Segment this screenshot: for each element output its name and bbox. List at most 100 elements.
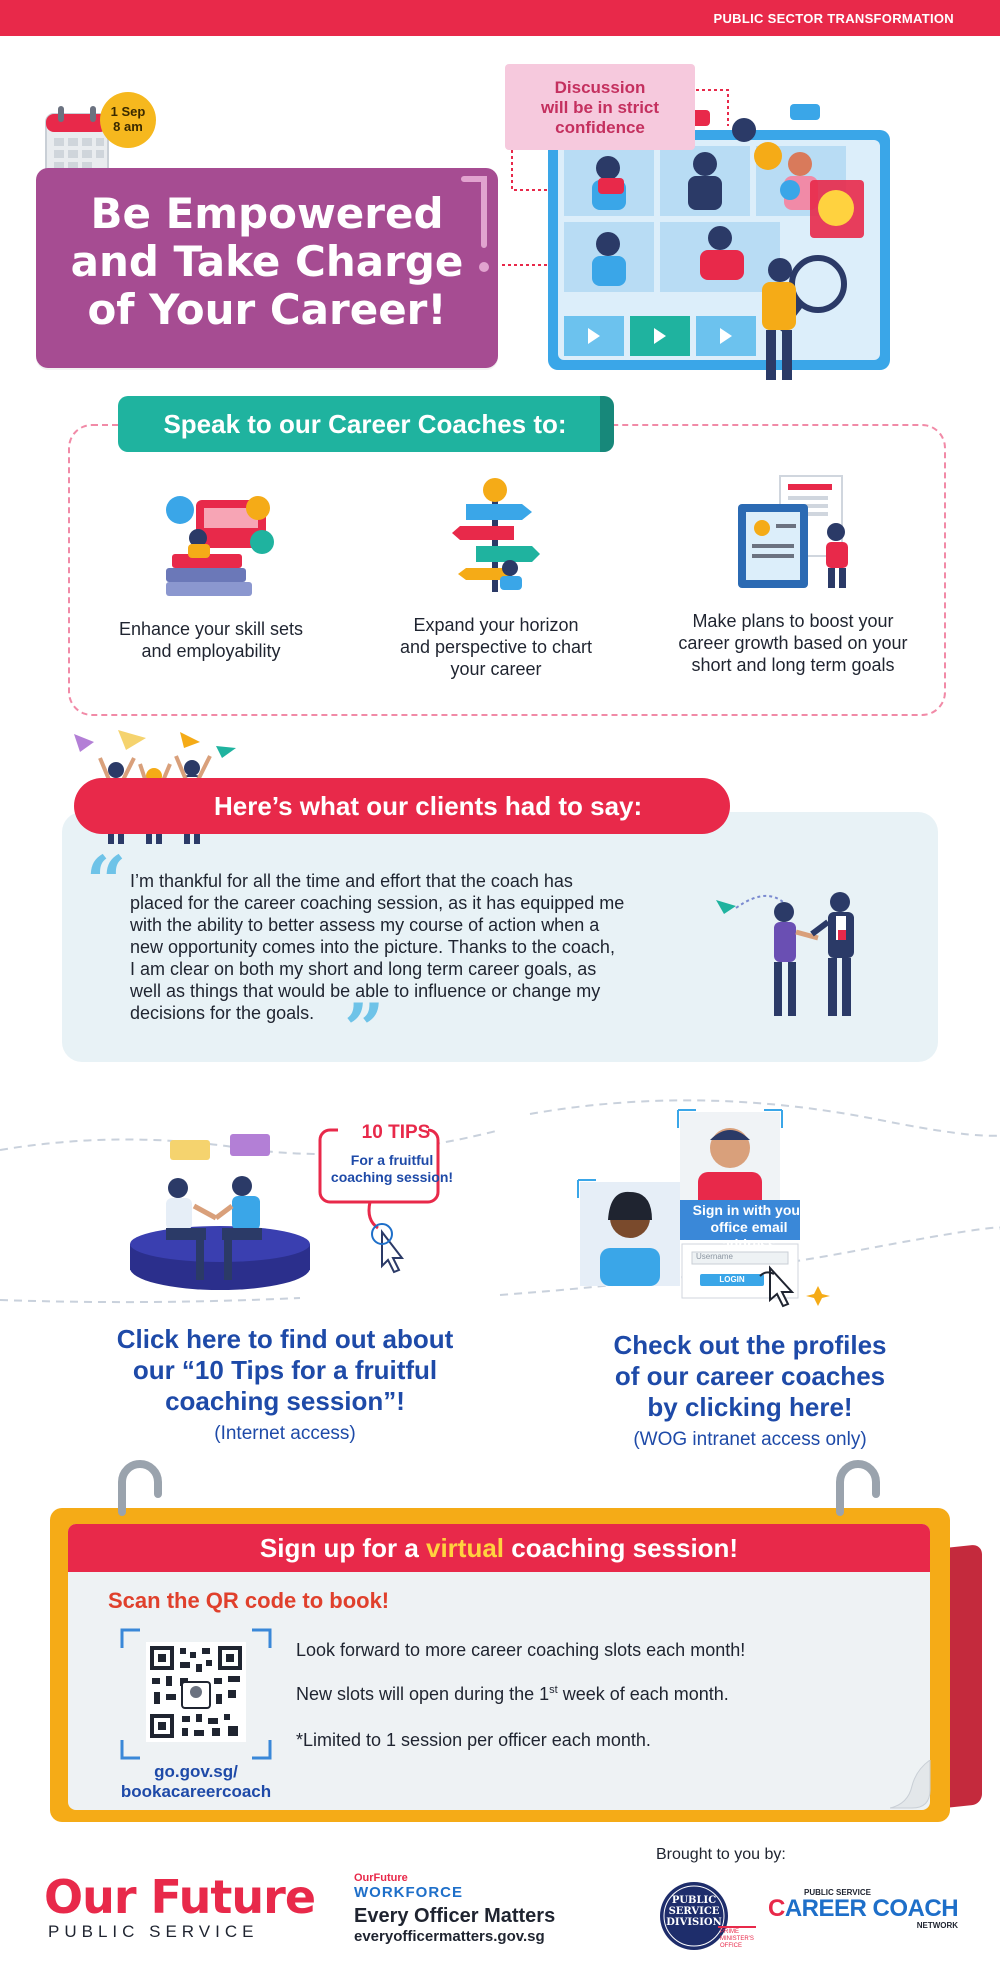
benefit-goals-line-3: short and long term goals [691, 655, 895, 675]
profiles-cta-line-1[interactable]: Check out the profiles [613, 1330, 887, 1360]
testimonial-heading: Here’s what our clients had to say: [74, 778, 730, 834]
benefit-horizon-line-2: and perspective to chart [399, 637, 593, 657]
date-day: 1 Sep [110, 104, 146, 119]
page-curl-decoration [890, 1760, 931, 1809]
page-title: Be Empowered and Take Charge of Your Car… [36, 190, 498, 334]
benefit-horizon: Expand your horizon and perspective to c… [356, 478, 636, 710]
workforce-small: OurFuture [354, 1872, 408, 1884]
ccn-rest: AREER COACH [784, 1895, 959, 1922]
our-future-wordmark-text: Our Future [44, 1870, 316, 1924]
signup-heading-post: coaching session! [504, 1533, 739, 1563]
booking-link[interactable]: go.gov.sg/ bookacareercoach [96, 1762, 296, 1802]
brought-to-you-label: Brought to you by: [656, 1846, 786, 1863]
ccn-small: PUBLIC SERVICE [804, 1888, 871, 1897]
tips-card-line-1: For a fruitful [350, 1152, 434, 1168]
tips-illustration-icon [130, 1120, 440, 1290]
psd-line-2: SERVICE [668, 1906, 720, 1917]
username-field: Username [696, 1252, 733, 1261]
scan-label: Scan the QR code to book! [108, 1588, 390, 1613]
profiles-link[interactable]: Check out the profiles of our career coa… [560, 1330, 940, 1451]
slots-line-2-sup: st [549, 1684, 558, 1696]
tips-cta-line-1[interactable]: Click here to find out about [116, 1324, 454, 1354]
binder-ring-icon [836, 1460, 880, 1516]
benefit-goals: Make plans to boost your career growth b… [648, 475, 938, 710]
bracket-decoration-icon [461, 176, 489, 272]
slots-info-line-3: *Limited to 1 session per officer each m… [296, 1730, 651, 1750]
signin-prompt: Sign in with your office email address [688, 1202, 810, 1253]
booking-link-line-2[interactable]: bookacareercoach [120, 1782, 272, 1801]
date-badge: 1 Sep 8 am [100, 92, 156, 148]
title-card [36, 168, 498, 368]
confidential-line-2: will be in strict [540, 98, 660, 117]
psd-wordmark: PUBLIC SERVICE DIVISION [664, 1895, 724, 1928]
ccn-network: NETWORK [916, 1921, 959, 1930]
confidential-line-1: Discussion [554, 78, 646, 97]
profiles-illustration-icon [577, 1109, 830, 1308]
signup-heading-highlight: virtual [426, 1533, 505, 1563]
quote-line: new opportunity comes into the picture. … [130, 937, 615, 957]
quote-line: with the ability to better assess my cou… [130, 915, 600, 935]
profiles-access-note: (WOG intranet access only) [633, 1429, 867, 1450]
ccn-c: C [768, 1895, 785, 1922]
top-banner [0, 0, 1000, 36]
signin-line-1: Sign in with your [692, 1202, 806, 1218]
signup-heading: Sign up for a virtual coaching session! [68, 1524, 930, 1572]
title-line-3: of Your Career! [87, 285, 447, 334]
career-coach-network-logo: PUBLIC SERVICE CAREER COACH NETWORK [768, 1888, 959, 1930]
tips-card-line-2: coaching session! [330, 1169, 454, 1185]
career-goals-illustration-icon [738, 475, 848, 588]
psd-line-3: DIVISION [666, 1917, 722, 1928]
benefit-horizon-line-1: Expand your horizon [413, 615, 579, 635]
tips-access-note: (Internet access) [214, 1423, 356, 1444]
tips-card: For a fruitful coaching session! [322, 1152, 462, 1186]
our-future-subline: PUBLIC SERVICE [48, 1922, 259, 1941]
title-line-1: Be Empowered [90, 189, 444, 238]
signup-heading-pre: Sign up for a [259, 1533, 426, 1563]
heading-tab-decoration [600, 396, 614, 452]
quote-line: I am clear on both my short and long ter… [130, 959, 597, 979]
workforce-url[interactable]: everyofficermatters.gov.sg [354, 1928, 545, 1945]
profiles-cta-line-2[interactable]: of our career coaches [614, 1361, 886, 1391]
benefit-horizon-line-3: your career [450, 659, 542, 679]
coaching-conversation-illustration-icon [716, 892, 854, 1016]
testimonial-quote: I’m thankful for all the time and effort… [130, 870, 700, 1024]
signin-line-2: office email address [710, 1219, 788, 1252]
video-call-illustration-icon [500, 89, 890, 380]
psd-subline: PRIME MINISTER'S OFFICE [720, 1929, 754, 1949]
skills-illustration-icon [166, 496, 274, 596]
our-future-wordmark: Our Future [44, 1874, 316, 1920]
confidentiality-note: Discussion will be in strict confidence [505, 64, 695, 150]
benefit-goals-line-2: career growth based on your [678, 633, 908, 653]
benefit-skills: Enhance your skill sets and employabilit… [86, 480, 336, 710]
coaching-heading: Speak to our Career Coaches to: [118, 396, 612, 452]
quote-line: placed for the career coaching session, … [130, 893, 625, 913]
open-quote-icon: “ [86, 840, 127, 923]
close-quote-icon: ” [344, 988, 385, 1071]
quote-line: well as things that would be able to inf… [130, 981, 601, 1001]
tips-cta-line-3[interactable]: coaching session”! [165, 1386, 405, 1416]
binder-ring-icon [118, 1460, 162, 1516]
profiles-cta-line-3[interactable]: by clicking here! [647, 1392, 853, 1422]
tips-badge: 10 TIPS [361, 1122, 431, 1143]
benefit-skills-line-1: Enhance your skill sets [118, 619, 304, 639]
quote-line: decisions for the goals. [130, 1003, 315, 1023]
benefit-skills-line-2: and employability [141, 641, 281, 661]
tips-link[interactable]: Click here to find out about our “10 Tip… [70, 1324, 500, 1445]
workforce-wordmark: WORKFORCE [354, 1884, 463, 1901]
slots-info-line-1: Look forward to more career coaching slo… [296, 1640, 746, 1660]
benefit-goals-line-1: Make plans to boost your [692, 611, 894, 631]
workforce-logo: OurFuture WORKFORCE Every Officer Matter… [354, 1872, 555, 1945]
banner-text: PUBLIC SECTOR TRANSFORMATION [713, 11, 954, 26]
date-time: 8 am [113, 119, 143, 134]
booking-link-line-1[interactable]: go.gov.sg/ [154, 1762, 238, 1781]
tips-cta-line-2[interactable]: our “10 Tips for a fruitful [132, 1355, 438, 1385]
title-line-2: and Take Charge [70, 237, 464, 286]
calendar-icon [45, 106, 109, 179]
ccn-wordmark: CAREER COACH [768, 1895, 959, 1922]
psd-line-1: PUBLIC [671, 1895, 717, 1906]
slots-line-2-post: week of each month. [557, 1684, 729, 1704]
confidential-line-3: confidence [555, 118, 645, 137]
qr-code-icon[interactable] [120, 1628, 272, 1760]
slots-info-line-2: New slots will open during the 1st week … [296, 1684, 729, 1705]
psd-logo-icon [660, 1882, 756, 1950]
